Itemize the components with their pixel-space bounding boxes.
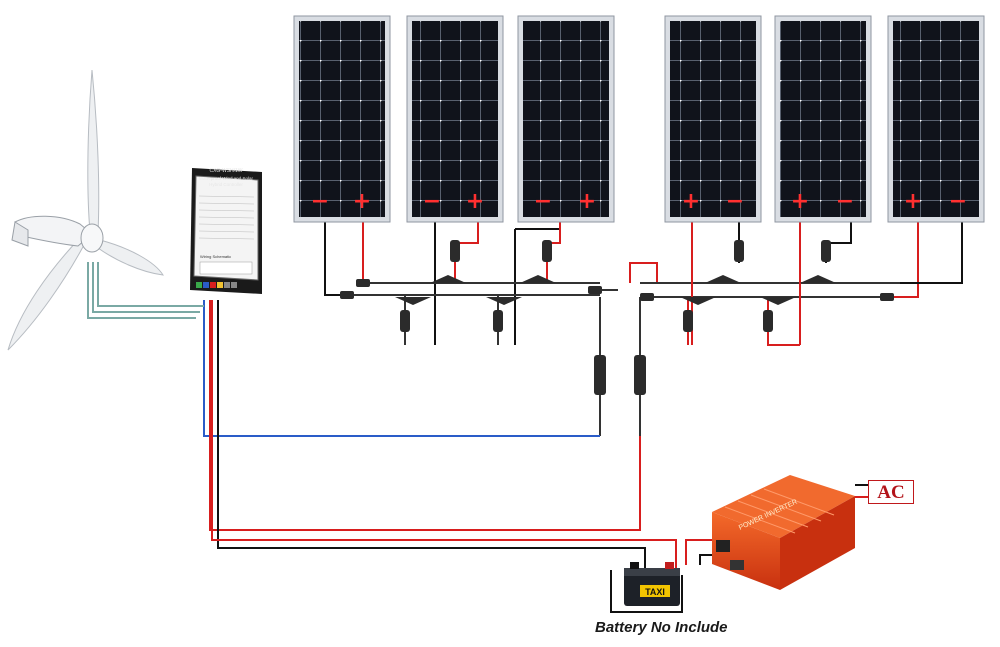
hybrid-controller: CXG-WSH/1W Waterproof Wind and Solar Hyb… xyxy=(190,168,262,294)
positive-sign: + xyxy=(353,189,371,214)
wind-turbine xyxy=(7,69,164,351)
solar-panel xyxy=(293,15,391,223)
controller-title-line3: Hybrid Controller xyxy=(209,182,243,187)
solar-panel xyxy=(406,15,504,223)
negative-sign: − xyxy=(949,189,967,214)
controller-wiring-title: Wiring Schematic xyxy=(200,254,231,259)
positive-sign: + xyxy=(904,189,922,214)
positive-sign: + xyxy=(682,189,700,214)
solar-panel xyxy=(887,15,985,223)
negative-sign: − xyxy=(836,189,854,214)
negative-sign: − xyxy=(534,189,552,214)
controller-title-line1: CXG-WSH/1W xyxy=(209,168,242,174)
positive-sign: + xyxy=(466,189,484,214)
positive-sign: + xyxy=(791,189,809,214)
negative-sign: − xyxy=(726,189,744,214)
solar-panel xyxy=(517,15,615,223)
negative-sign: − xyxy=(311,189,329,214)
power-inverter: POWER INVERTER xyxy=(712,475,855,590)
positive-sign: + xyxy=(578,189,596,214)
controller-title-line2: Waterproof Wind and Solar xyxy=(199,176,254,181)
solar-panel xyxy=(664,15,762,223)
ac-output-label: AC xyxy=(868,480,914,504)
controller-terminals xyxy=(196,282,237,288)
solar-panel xyxy=(774,15,872,223)
battery-brand: TAXI xyxy=(645,587,665,597)
mc4-connectors xyxy=(340,240,894,395)
battery-caption: Battery No Include xyxy=(595,619,728,636)
polarity-marks: − + − + − + + − + − + − xyxy=(311,189,967,214)
battery: TAXI xyxy=(624,562,680,606)
solar-panel-array xyxy=(293,15,985,223)
negative-sign: − xyxy=(423,189,441,214)
